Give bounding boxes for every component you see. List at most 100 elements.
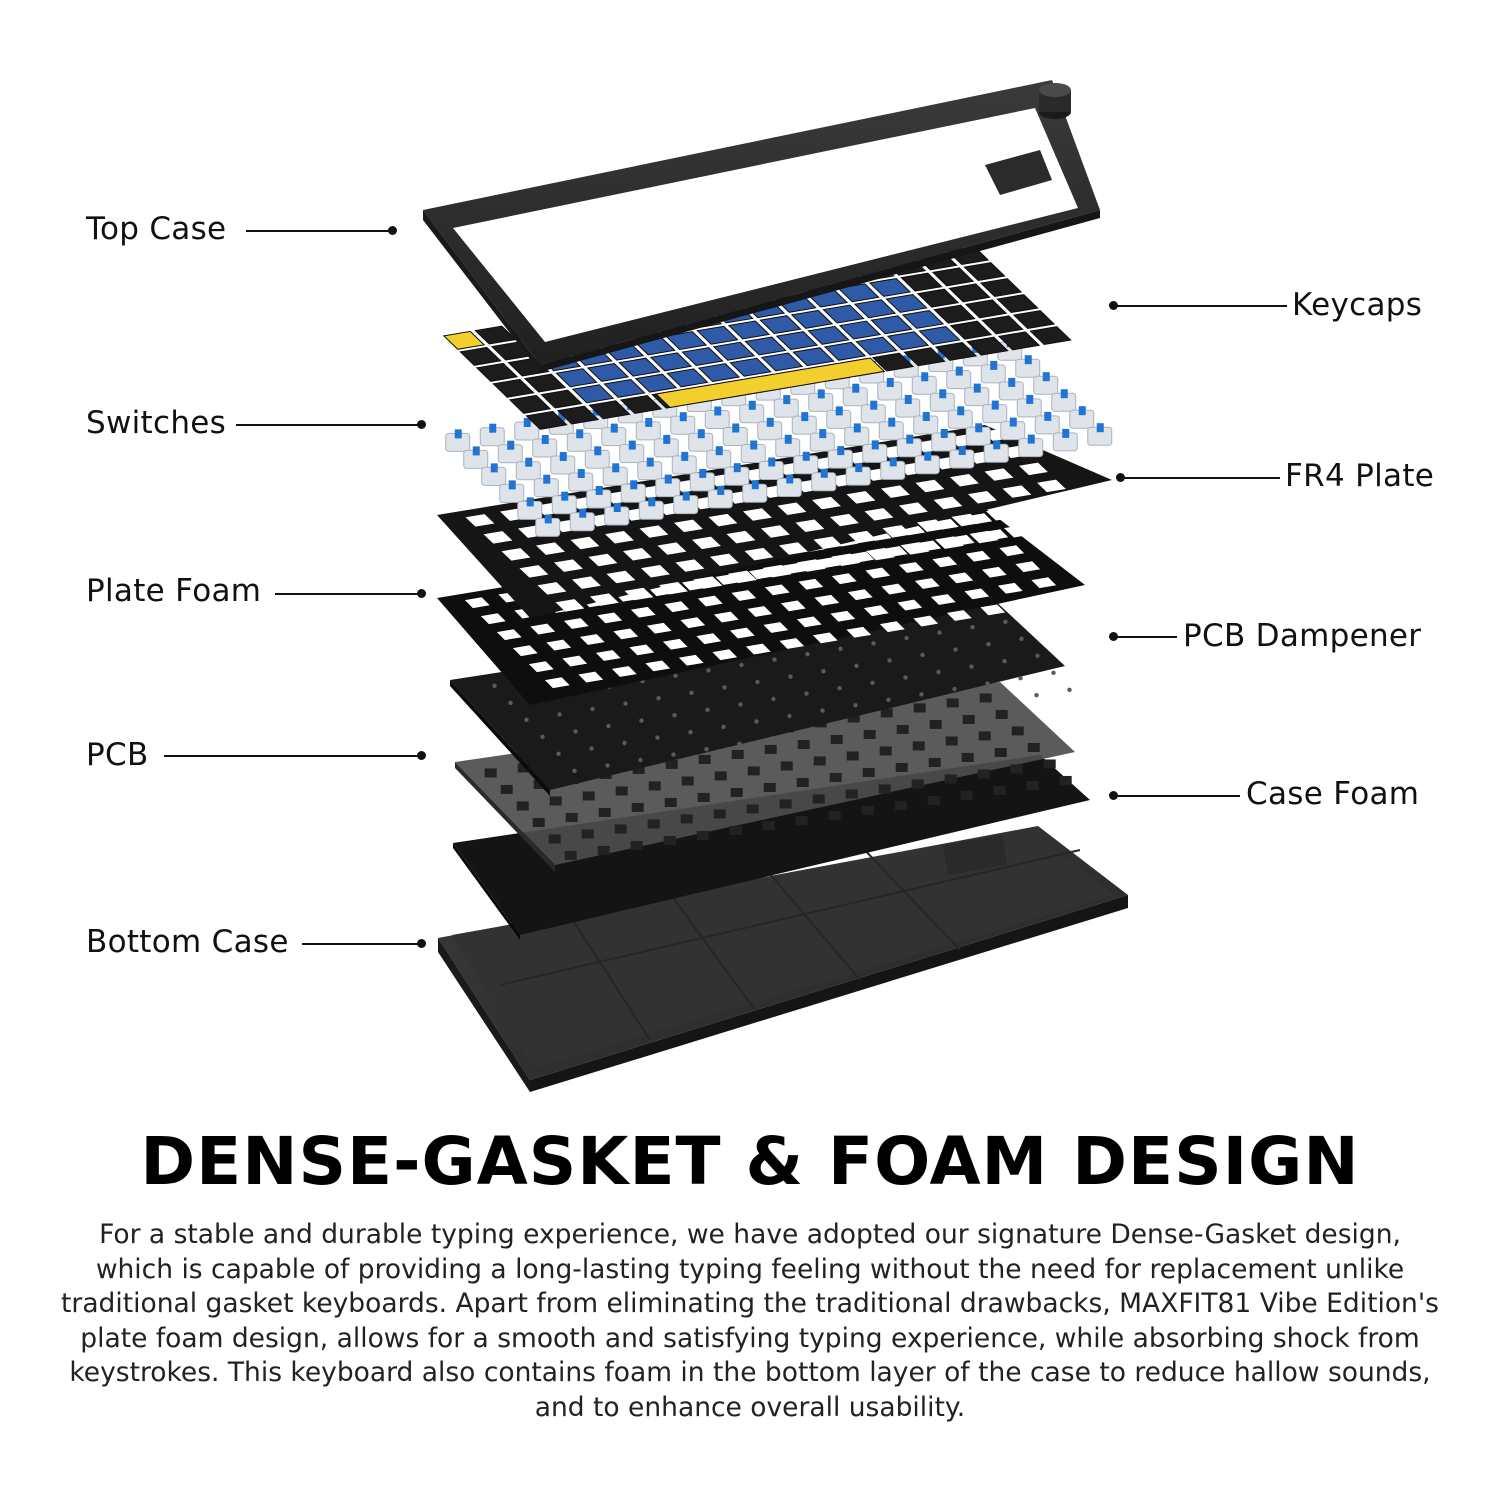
switch-stem	[526, 497, 534, 507]
pointer-dot-keycaps	[1109, 301, 1118, 310]
pcb-switch-footprint	[795, 815, 808, 825]
foam-cutout	[812, 632, 838, 644]
pcb-switch-footprint	[500, 784, 513, 794]
keycap	[571, 384, 615, 404]
switch-stem	[991, 400, 999, 410]
plate-cutout	[1055, 496, 1084, 510]
pcb-switch-footprint	[630, 840, 643, 850]
switch-stem	[679, 412, 687, 422]
foam-cutout	[980, 604, 1006, 616]
pcb-switch-footprint	[846, 751, 859, 761]
dampener-hole	[853, 703, 858, 708]
label-pcb: PCB	[86, 737, 149, 773]
switch-stem	[871, 440, 879, 450]
dampener-hole	[738, 702, 743, 707]
keycap	[775, 331, 819, 351]
switch-stem	[682, 491, 690, 501]
pcb-switch-footprint	[944, 774, 957, 784]
dampener-hole	[887, 658, 892, 663]
plate-cutout	[1020, 502, 1050, 515]
pcb-switch-footprint	[1010, 764, 1023, 774]
pcb-switch-footprint	[928, 757, 941, 767]
pcb-switch-footprint	[517, 763, 530, 773]
foam-cutout	[646, 622, 672, 634]
pcb-switch-footprint	[1026, 780, 1039, 790]
dampener-hole	[1018, 676, 1023, 681]
pcb-switch-footprint	[977, 769, 990, 779]
switch-stem	[801, 412, 809, 422]
switch-stem	[870, 400, 878, 410]
label-case-foam: Case Foam	[1246, 776, 1420, 812]
plate-cutout	[726, 530, 756, 544]
switch-stem	[472, 446, 480, 456]
foam-cutout	[930, 594, 956, 605]
foam-cutout	[999, 545, 1025, 557]
pcb-switch-footprint	[598, 807, 611, 817]
dampener-hole	[805, 652, 810, 657]
pcb-switch-footprint	[978, 731, 991, 741]
keycap	[853, 299, 897, 319]
keycap	[838, 320, 882, 340]
switch-stem	[507, 440, 515, 450]
plate-cutout	[935, 536, 964, 549]
pointer-dot-plate-foam	[417, 589, 426, 598]
pcb-layer	[455, 682, 1075, 872]
switch-stem	[733, 463, 741, 473]
dampener-hole	[589, 746, 594, 751]
keycap	[966, 336, 1009, 356]
leader-case-foam	[1115, 795, 1240, 797]
plate-cutout	[812, 496, 841, 510]
pointer-dot-case-foam	[1109, 791, 1118, 800]
switch-stem	[990, 360, 998, 370]
pcb-switch-footprint	[581, 829, 594, 839]
pcb-switch-footprint	[945, 736, 958, 746]
switch-stem	[558, 412, 566, 422]
dampener-hole	[970, 625, 975, 630]
keycap	[949, 320, 993, 340]
foam-cutout	[946, 610, 972, 621]
pcb-switch-footprint	[845, 789, 858, 799]
pcb-switch-footprint	[929, 719, 942, 729]
dampener-hole	[557, 712, 562, 717]
pcb-switch-footprint	[1011, 726, 1024, 736]
keycap	[727, 320, 771, 340]
dampener-hole	[870, 680, 875, 685]
plate-cutout	[465, 514, 495, 527]
switch-stem	[613, 502, 621, 512]
pcb-switch-footprint	[979, 693, 992, 703]
switch-stem	[973, 383, 981, 393]
switch-stem	[853, 423, 861, 433]
foam-cutout	[948, 572, 974, 584]
foam-cutout	[678, 654, 704, 666]
foam-cutout	[763, 622, 789, 633]
leader-fr4-plate	[1122, 477, 1280, 479]
plate-cutout	[744, 547, 774, 561]
pcb-switch-footprint	[764, 744, 777, 754]
pcb-switch-footprint	[862, 767, 875, 777]
plate-cutout	[606, 570, 636, 584]
foam-cutout	[830, 610, 856, 622]
volume-knob	[1039, 83, 1071, 119]
pcb-switch-footprint	[696, 830, 709, 840]
foam-cutout	[579, 634, 605, 645]
keycap	[964, 299, 1008, 319]
foam-cutout	[965, 550, 991, 562]
plate-cutout	[728, 570, 757, 584]
foam-cutout	[464, 597, 490, 609]
keycap	[1029, 326, 1072, 346]
leader-switches	[236, 424, 422, 426]
foam-cutout	[664, 601, 690, 613]
plate-cutout	[554, 559, 583, 572]
keycap	[666, 368, 709, 388]
plate-cutout	[623, 548, 652, 561]
switch-stem	[855, 463, 863, 473]
keycap	[981, 315, 1024, 335]
keycap	[729, 357, 772, 377]
switch-stem	[717, 485, 725, 495]
switch-stem	[697, 429, 705, 439]
label-switches: Switches	[86, 405, 227, 441]
plate-cutout	[866, 547, 895, 561]
plate-cutout	[570, 536, 600, 550]
foam-cutout	[898, 562, 924, 573]
switch-stem	[784, 434, 792, 444]
